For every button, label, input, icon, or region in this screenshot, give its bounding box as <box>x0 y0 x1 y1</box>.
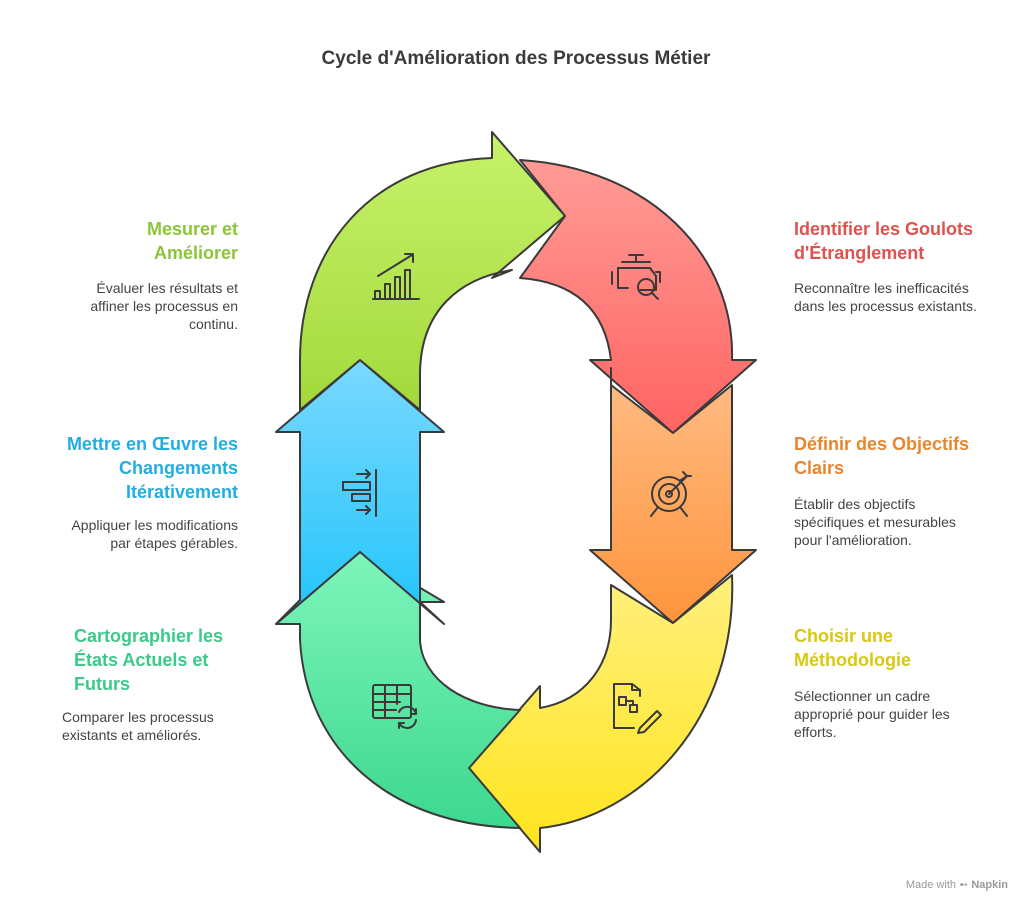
stage-methodologie-heading: Choisir une Méthodologie <box>794 626 911 670</box>
stage-cartographier-heading: Cartographier les États Actuels et Futur… <box>74 626 224 694</box>
stage-mettre-heading: Mettre en Œuvre les Changements Itérativ… <box>66 434 238 502</box>
segment-methodologie <box>468 574 734 853</box>
segment-goulots <box>519 159 757 434</box>
segment-objectifs <box>589 367 757 624</box>
stage-goulots-heading: Identifier les Goulots d'Étranglement <box>794 219 974 263</box>
stage-cartographier-description: Comparer les processus existants et amél… <box>62 709 214 743</box>
segment-mesurer <box>299 131 566 411</box>
stage-objectifs-description: Établir des objectifs spécifiques et mes… <box>794 496 956 548</box>
footer-prefix: Made with <box>905 879 956 891</box>
segment-mettre <box>275 359 445 625</box>
stage-mettre-description: Appliquer les modifications par étapes g… <box>71 517 238 551</box>
stage-goulots-description: Reconnaître les inefficacités dans les p… <box>794 280 977 314</box>
footer-brand: Napkin <box>971 879 1008 891</box>
diagram-title: Cycle d'Amélioration des Processus Métie… <box>321 48 711 69</box>
table-refresh-icon <box>372 684 417 729</box>
stage-mesurer-heading: Mesurer et Améliorer <box>146 219 238 263</box>
stage-objectifs-heading: Définir des Objectifs Clairs <box>794 434 970 478</box>
stage-mesurer-description: Évaluer les résultats et affiner les pro… <box>90 280 238 332</box>
stage-methodologie-description: Sélectionner un cadre approprié pour gui… <box>794 688 950 740</box>
gantt-icon <box>342 469 377 517</box>
growth-chart-icon <box>372 253 420 300</box>
target-icon <box>650 471 692 517</box>
flowchart-document-icon <box>613 683 662 734</box>
engine-magnifier-icon <box>611 254 661 300</box>
napkin-logo-icon: ➻ <box>959 879 969 891</box>
footer-credit[interactable]: Made with ➻ Napkin <box>906 878 1008 891</box>
